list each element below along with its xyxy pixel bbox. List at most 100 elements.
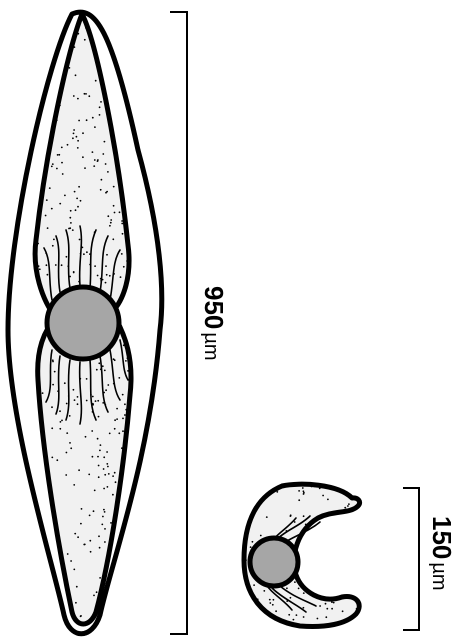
stipple-dot <box>113 186 115 188</box>
stipple-dot <box>56 119 58 121</box>
stipple-dot <box>88 474 90 476</box>
stipple-dot <box>68 228 70 230</box>
stipple-dot <box>125 360 127 362</box>
large-cell-size-label: 950µm <box>199 286 229 361</box>
stipple-dot <box>97 159 99 161</box>
stipple-dot <box>94 126 96 128</box>
stipple-dot <box>97 400 99 402</box>
stipple-dot <box>74 191 76 193</box>
stipple-dot <box>113 205 115 207</box>
stipple-dot <box>344 507 346 509</box>
stipple-dot <box>109 225 111 227</box>
stipple-dot <box>54 371 56 373</box>
stipple-dot <box>272 604 274 606</box>
stipple-dot <box>94 265 96 267</box>
stipple-dot <box>82 156 84 158</box>
stipple-dot <box>73 95 75 97</box>
stipple-dot <box>121 220 123 222</box>
stipple-dot <box>45 215 47 217</box>
stipple-dot <box>72 137 74 139</box>
stipple-dot <box>42 392 44 394</box>
stipple-dot <box>62 173 64 175</box>
stipple-dot <box>59 203 61 205</box>
stipple-dot <box>109 275 111 277</box>
stipple-dot <box>84 167 86 169</box>
stipple-dot <box>319 488 321 490</box>
stipple-dot <box>253 584 255 586</box>
stipple-dot <box>99 114 101 116</box>
stipple-dot <box>56 168 58 170</box>
stipple-dot <box>118 432 120 434</box>
stipple-dot <box>121 447 123 449</box>
stipple-dot <box>104 141 106 143</box>
stipple-dot <box>85 436 87 438</box>
stipple-dot <box>105 562 107 564</box>
stipple-dot <box>38 360 40 362</box>
stipple-dot <box>98 465 100 467</box>
stipple-dot <box>100 101 102 103</box>
stipple-dot <box>85 27 87 29</box>
stipple-dot <box>86 378 88 380</box>
stipple-dot <box>294 581 296 583</box>
stipple-dot <box>125 409 127 411</box>
stipple-dot <box>77 536 79 538</box>
stipple-dot <box>303 616 305 618</box>
stipple-dot <box>305 524 307 526</box>
stipple-dot <box>298 490 300 492</box>
stipple-dot <box>104 528 106 530</box>
stipple-dot <box>51 427 53 429</box>
stipple-dot <box>252 541 254 543</box>
stipple-dot <box>78 186 80 188</box>
stipple-dot <box>107 384 109 386</box>
stipple-dot <box>105 282 107 284</box>
stipple-dot <box>97 603 99 605</box>
stipple-dot <box>89 540 91 542</box>
stipple-dot <box>123 266 125 268</box>
stipple-dot <box>105 265 107 267</box>
stipple-dot <box>61 147 63 149</box>
stipple-dot <box>94 159 96 161</box>
large-cell-size-unit: µm <box>200 332 222 360</box>
stipple-dot <box>303 493 305 495</box>
stipple-dot <box>114 419 116 421</box>
stipple-dot <box>67 553 69 555</box>
stipple-dot <box>106 254 108 256</box>
stipple-dot <box>293 619 295 621</box>
stipple-dot <box>51 406 53 408</box>
stipple-dot <box>96 369 98 371</box>
stipple-dot <box>76 198 78 200</box>
stipple-dot <box>64 382 66 384</box>
stipple-dot <box>89 515 91 517</box>
stipple-dot <box>107 171 109 173</box>
stipple-dot <box>116 408 118 410</box>
stipple-dot <box>102 153 104 155</box>
stipple-dot <box>49 187 51 189</box>
stipple-dot <box>37 236 39 238</box>
stipple-dot <box>93 510 95 512</box>
stipple-dot <box>73 569 75 571</box>
stipple-dot <box>275 610 277 612</box>
stipple-dot <box>79 239 81 241</box>
stipple-dot <box>44 435 46 437</box>
stipple-dot <box>327 499 329 501</box>
stipple-dot <box>120 276 122 278</box>
stipple-dot <box>263 590 265 592</box>
stipple-dot <box>95 400 97 402</box>
stipple-dot <box>99 106 101 108</box>
stipple-dot <box>82 132 84 134</box>
stipple-dot <box>104 370 106 372</box>
stipple-dot <box>333 602 335 604</box>
stipple-dot <box>250 546 252 548</box>
stipple-dot <box>86 400 88 402</box>
stipple-dot <box>296 614 298 616</box>
stipple-dot <box>77 33 79 35</box>
stipple-dot <box>257 598 259 600</box>
stipple-dot <box>93 595 95 597</box>
stipple-dot <box>325 616 327 618</box>
stipple-dot <box>122 418 124 420</box>
stipple-dot <box>57 154 59 156</box>
stipple-dot <box>74 533 76 535</box>
stipple-dot <box>125 429 127 431</box>
stipple-dot <box>97 438 99 440</box>
stipple-dot <box>104 541 106 543</box>
